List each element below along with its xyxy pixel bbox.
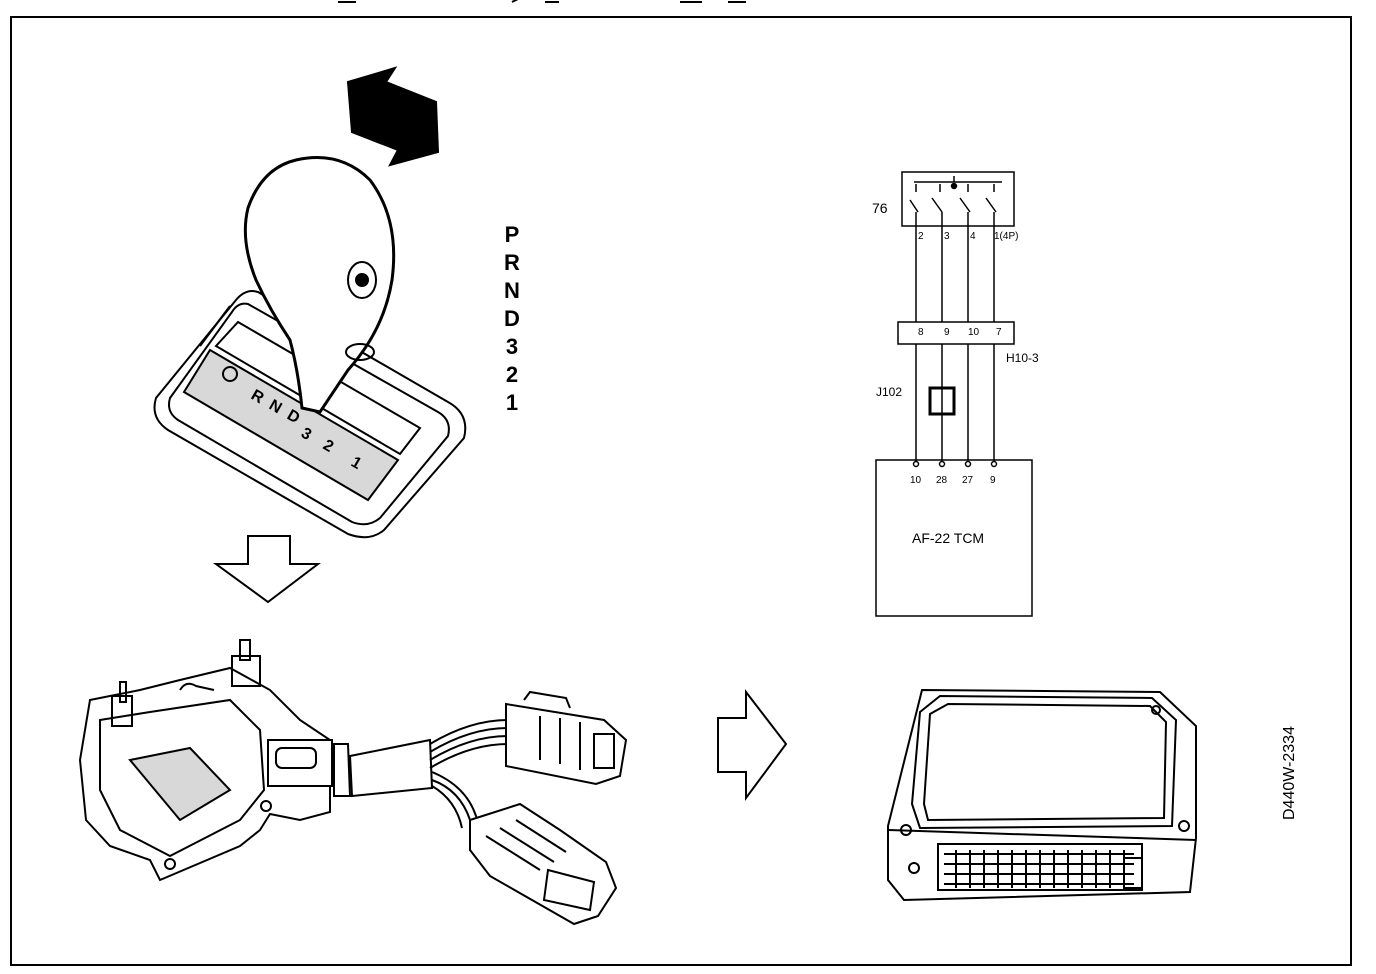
gear-selector-console <box>153 290 467 539</box>
joint-connector-label: J102 <box>876 385 903 399</box>
harness-connector-upper <box>505 690 628 786</box>
gear-label-2: 2 <box>505 362 519 387</box>
intermediate-pin-label: 8 <box>918 327 924 338</box>
down-arrow-icon <box>212 535 321 604</box>
gear-label-d: D <box>504 306 520 331</box>
gear-label-3: 3 <box>505 334 519 359</box>
tcm-label: AF-22 TCM <box>912 530 985 546</box>
gear-label-p: P <box>504 222 520 247</box>
inhibitor-switch <box>78 639 352 882</box>
shift-lever <box>243 156 396 414</box>
harness-connector-lower <box>469 802 618 926</box>
switch-pin-label: 3 <box>944 231 950 242</box>
figure-code: D440W-2334 <box>1281 726 1298 820</box>
right-arrow-icon <box>717 689 788 802</box>
wire-harness <box>348 719 509 841</box>
tcm-pin-label: 27 <box>962 475 974 486</box>
tcm-module <box>887 688 1197 902</box>
wiring-schematic <box>875 171 1033 617</box>
gear-label-n: N <box>504 278 520 303</box>
intermediate-pin-label: 10 <box>968 327 980 338</box>
intermediate-pin-label: 7 <box>996 327 1002 338</box>
shift-direction-arrow-icon <box>346 66 440 167</box>
tcm-pin-label: 9 <box>990 475 996 486</box>
switch-pin-label: 1(4P) <box>994 231 1019 242</box>
intermediate-pin-label: 9 <box>944 327 950 338</box>
top-edge-marks <box>338 0 746 3</box>
gear-label-1: 1 <box>505 390 519 415</box>
tcm-pin-label: 28 <box>936 475 948 486</box>
figure-border <box>10 16 1352 966</box>
tcm-pin-label: 10 <box>910 475 922 486</box>
switch-pin-label: 4 <box>970 231 976 242</box>
switch-connector-label: 76 <box>872 200 888 216</box>
intermediate-connector-label: H10-3 <box>1006 351 1039 365</box>
gear-label-r: R <box>504 250 520 275</box>
switch-pin-label: 2 <box>918 231 924 242</box>
